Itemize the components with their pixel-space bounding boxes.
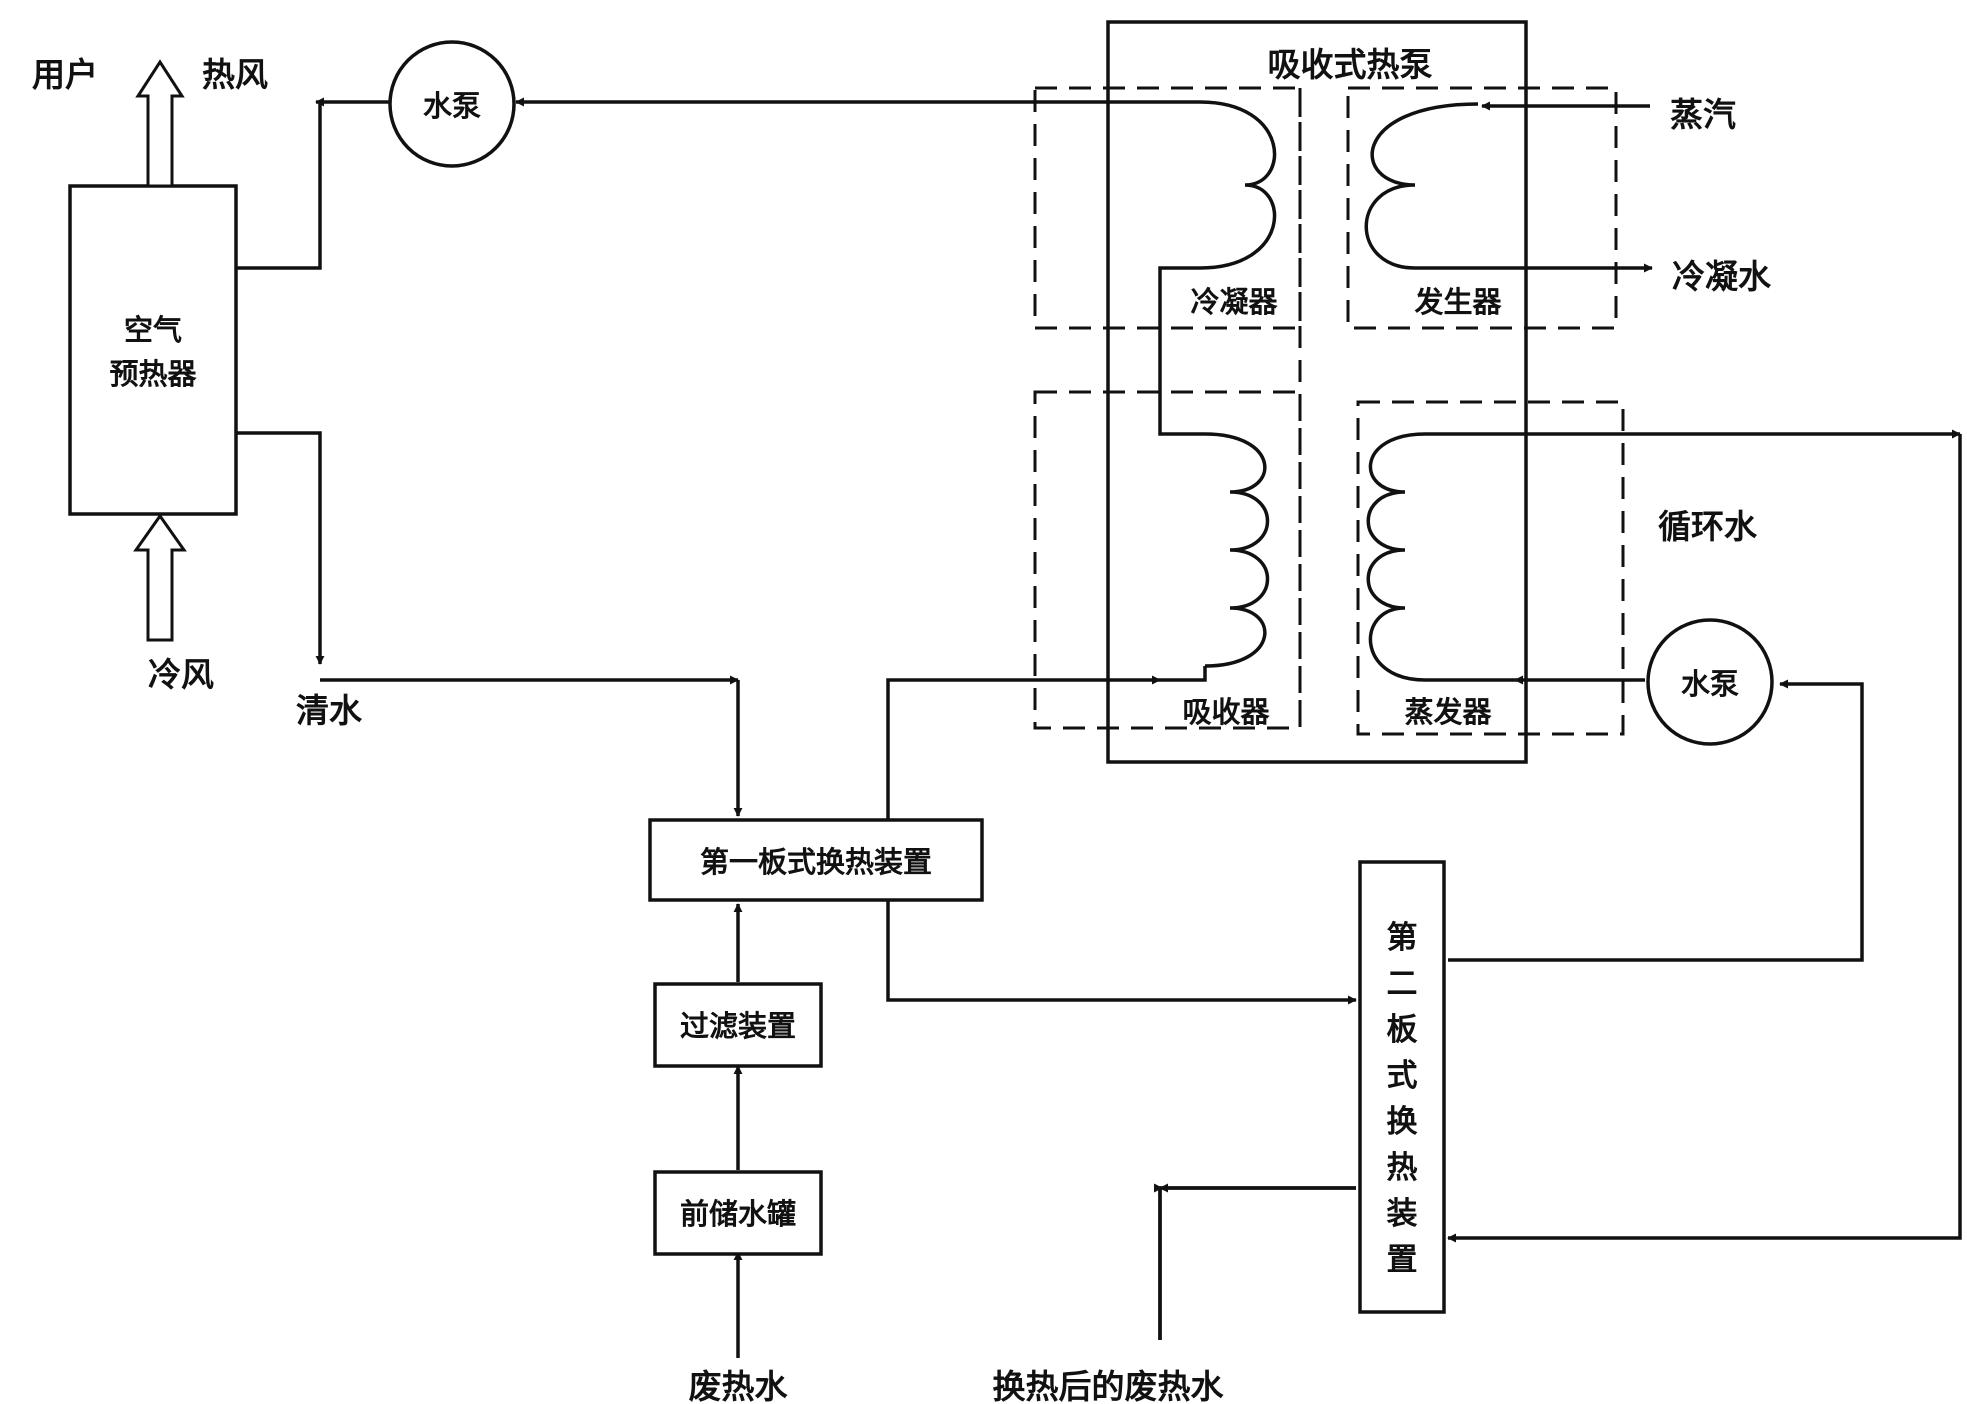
second-plate-hx-char: 装: [1387, 1196, 1418, 1232]
filter-label: 过滤装置: [680, 1009, 796, 1043]
second-plate-hx-char: 换: [1387, 1104, 1418, 1140]
second-plate-hx-char: 置: [1387, 1242, 1418, 1278]
circulating-water-return-line: [1447, 434, 1962, 1243]
top-pump-label: 水泵: [423, 89, 481, 123]
cold-air-arrow: [133, 513, 187, 642]
top-water-pump: [388, 40, 516, 168]
air-preheater-label-1: 空气: [124, 313, 182, 347]
waste-water-after-hx-label: 换热后的废热水: [993, 1367, 1225, 1404]
absorption-heat-pump-frame: [1106, 20, 1528, 764]
right-water-pump: [1646, 618, 1774, 746]
hot-air-label: 热风: [202, 55, 268, 94]
condenser-label: 冷凝器: [1190, 285, 1278, 319]
cold-air-label: 冷风: [148, 655, 214, 694]
evaporator-coil: [1366, 432, 1426, 682]
condenser-dashed-box: [1033, 86, 1302, 330]
evaporator-label: 蒸发器: [1404, 695, 1492, 729]
second-plate-hx-char: 板: [1387, 1012, 1418, 1048]
first-plate-heat-exchanger: [648, 818, 984, 902]
hx1-to-absorber-line: [886, 675, 1161, 820]
generator-coil: [1364, 102, 1628, 270]
preheater-hot-water-inlet: [236, 102, 322, 270]
second-plate-hx-char: 式: [1387, 1058, 1418, 1094]
right-pump-label: 水泵: [1681, 667, 1739, 701]
hx1-to-hx2-line: [886, 900, 1357, 1005]
steam-label: 蒸汽: [1670, 95, 1736, 134]
generator-dashed-box: [1346, 86, 1618, 330]
second-plate-hx-label: 第 二 板 式 换 热 装 置: [1387, 920, 1418, 1278]
circulating-water-label: 循环水: [1658, 507, 1758, 546]
first-plate-hx-label: 第一板式换热装置: [700, 845, 932, 879]
user-label: 用户: [32, 55, 98, 94]
pre-storage-water-tank: [653, 1170, 823, 1256]
air-preheater-label-2: 预热器: [109, 357, 197, 391]
hx2-waste-water-outlet: [1160, 1188, 1356, 1340]
second-plate-hx-char: 二: [1387, 966, 1418, 1002]
preheater-water-outlet: [236, 431, 325, 665]
pre-storage-tank-label: 前储水罐: [680, 1197, 796, 1231]
filter-device: [653, 982, 823, 1068]
condenser-coil: [1158, 100, 1277, 436]
heat-pump-title: 吸收式热泵: [1268, 45, 1433, 84]
absorber-coil: [1204, 432, 1270, 668]
air-preheater: [68, 184, 238, 516]
generator-label: 发生器: [1413, 285, 1502, 319]
second-plate-hx-char: 第: [1387, 920, 1418, 956]
clean-water-label: 清水: [296, 691, 363, 730]
evaporator-dashed-box: [1356, 400, 1625, 736]
waste-hot-water-label: 废热水: [689, 1367, 789, 1404]
second-plate-hx-char: 热: [1387, 1150, 1418, 1186]
hx2-to-right-pump-line: [1448, 679, 1864, 962]
condensate-label: 冷凝水: [1672, 257, 1772, 296]
absorber-dashed-box: [1033, 390, 1302, 730]
second-plate-heat-exchanger: [1358, 860, 1446, 1314]
absorber-label: 吸收器: [1182, 695, 1270, 729]
hot-air-arrow: [135, 59, 185, 188]
absorber-outlet-stub: [1160, 666, 1207, 682]
